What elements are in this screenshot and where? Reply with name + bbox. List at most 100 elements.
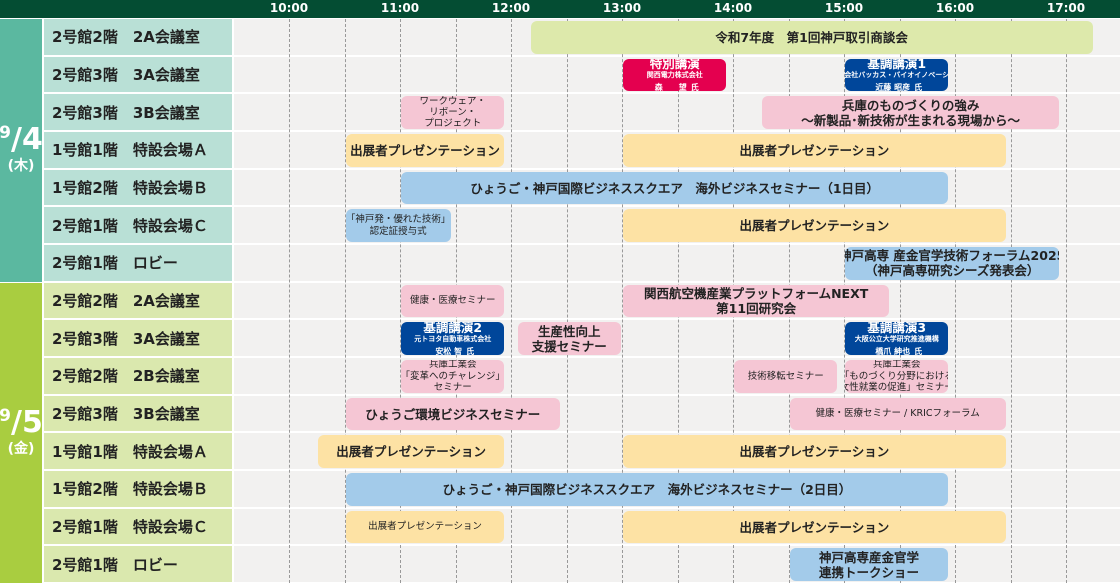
speaker-org: 大阪公立大学研究推進機構 bbox=[854, 334, 939, 343]
session-event[interactable]: 出展者プレゼンテーション bbox=[623, 209, 1006, 242]
room-lane bbox=[234, 358, 1120, 394]
room-label: 1号館2階 特設会場Ｂ bbox=[44, 471, 232, 507]
day-label-1: 9/4(木) bbox=[0, 19, 43, 282]
day-number: 4 bbox=[21, 122, 43, 158]
event-line: 出展者プレゼンテーション bbox=[739, 519, 890, 535]
keynote-event[interactable]: 基調講演1株式会社バッカス・バイオイノベーション近藤 昭彦氏 bbox=[845, 58, 949, 92]
event-line: 支援セミナー bbox=[531, 338, 607, 354]
gridline bbox=[344, 19, 346, 583]
room-label: 2号館3階 3B会議室 bbox=[44, 94, 232, 130]
event-line: 神戸高専産金官学 bbox=[818, 549, 919, 565]
time-label: 13:00 bbox=[602, 1, 642, 15]
time-label: 11:00 bbox=[380, 1, 420, 15]
session-event[interactable]: 出展者プレゼンテーション bbox=[623, 134, 1006, 167]
room-label: 2号館2階 2B会議室 bbox=[44, 358, 232, 394]
room-label: 2号館3階 3A会議室 bbox=[44, 320, 232, 357]
event-line: ワークウェア・ bbox=[419, 96, 486, 107]
time-label: 16:00 bbox=[935, 1, 975, 15]
event-line: 「ものづくり分野における bbox=[845, 370, 949, 382]
session-event[interactable]: 令和7年度 第1回神戸取引商談会 bbox=[530, 21, 1093, 54]
event-line: 「変革へのチャレンジ」 bbox=[401, 370, 505, 382]
event-line: ひょうご環境ビジネスセミナー bbox=[365, 406, 541, 422]
session-event[interactable]: 健康・医療セミナー / KRICフォーラム bbox=[789, 397, 1006, 431]
room-label: 2号館1階 ロビー bbox=[44, 546, 232, 583]
speaker-org: 株式会社バッカス・バイオイノベーション bbox=[845, 71, 949, 80]
session-event[interactable]: 兵庫のものづくりの強み～新製品･新技術が生まれる現場から～ bbox=[761, 96, 1060, 129]
room-label: 2号館1階 ロビー bbox=[44, 245, 232, 281]
event-line: プロジェクト bbox=[424, 118, 482, 129]
session-event[interactable]: 出展者プレゼンテーション bbox=[623, 510, 1006, 544]
event-line: 出展者プレゼンテーション bbox=[350, 142, 500, 158]
honorific: 氏 bbox=[914, 347, 923, 356]
event-line: 出展者プレゼンテーション bbox=[739, 142, 890, 158]
event-title: 基調講演3 bbox=[867, 322, 927, 335]
gridline bbox=[622, 19, 623, 583]
room-label: 1号館2階 特設会場Ｂ bbox=[44, 169, 232, 206]
session-event[interactable]: 神戸高専産金官学連携トークショー bbox=[789, 548, 949, 582]
event-line: ～新製品･新技術が生まれる現場から～ bbox=[801, 112, 1020, 128]
speaker-org: 関西電力株式会社 bbox=[646, 71, 703, 80]
event-line: ひょうご・神戸国際ビジネススクエア 海外ビジネスセミナー（1日目） bbox=[470, 180, 880, 196]
speaker-name-row: 森 望氏 bbox=[651, 79, 699, 91]
event-line: リボーン・ bbox=[429, 106, 477, 118]
session-event[interactable]: ワークウェア・リボーン・プロジェクト bbox=[401, 96, 505, 129]
event-line: 出展者プレゼンテーション bbox=[368, 521, 482, 533]
speaker-name: 近藤 昭彦 bbox=[875, 83, 911, 92]
speaker-name-row: 安松 智氏 bbox=[431, 343, 474, 355]
session-event[interactable]: ひょうご・神戸国際ビジネススクエア 海外ビジネスセミナー（1日目） bbox=[401, 171, 949, 205]
event-line: 第11回研究会 bbox=[716, 301, 797, 317]
gridline bbox=[289, 19, 290, 583]
event-line: 技術移転セミナー bbox=[747, 370, 824, 382]
event-line: 女性就業の促進」セミナー bbox=[845, 382, 949, 393]
honorific: 氏 bbox=[690, 83, 699, 92]
session-event[interactable]: 出展者プレゼンテーション bbox=[345, 510, 505, 544]
room-label: 2号館1階 特設会場Ｃ bbox=[44, 508, 232, 545]
speaker-name: 橋爪 紳也 bbox=[875, 347, 911, 356]
gridline bbox=[511, 19, 512, 583]
session-event[interactable]: ひょうご環境ビジネスセミナー bbox=[345, 397, 560, 431]
honorific: 氏 bbox=[914, 83, 923, 92]
keynote-event[interactable]: 特別講演関西電力株式会社森 望氏 bbox=[623, 58, 727, 92]
session-event[interactable]: 「神戸発・優れた技術」認定証授与式 bbox=[345, 209, 451, 242]
event-line: 令和7年度 第1回神戸取引商談会 bbox=[715, 29, 908, 45]
event-line: セミナー bbox=[433, 382, 472, 393]
session-event[interactable]: 出展者プレゼンテーション bbox=[317, 435, 505, 469]
gridline bbox=[955, 19, 956, 583]
day-number: 5 bbox=[21, 404, 43, 440]
event-line: 連携トークショー bbox=[818, 564, 919, 580]
session-event[interactable]: 出展者プレゼンテーション bbox=[623, 435, 1006, 469]
event-title: 特別講演 bbox=[649, 58, 700, 72]
session-event[interactable]: 出展者プレゼンテーション bbox=[345, 134, 505, 167]
session-event[interactable]: 兵庫工業会「変革へのチャレンジ」セミナー bbox=[401, 360, 505, 393]
gridline bbox=[1010, 19, 1012, 583]
day-month: 9 bbox=[0, 123, 11, 144]
day-label-2: 9/5(金) bbox=[0, 282, 43, 583]
session-event[interactable]: 健康・医療セミナー bbox=[401, 284, 505, 318]
time-label: 15:00 bbox=[824, 1, 864, 15]
session-event[interactable]: 技術移転セミナー bbox=[734, 360, 838, 393]
event-line: ひょうご・神戸国際ビジネススクエア 海外ビジネスセミナー（2日目） bbox=[442, 481, 852, 497]
honorific: 氏 bbox=[466, 347, 475, 356]
gridline bbox=[566, 19, 568, 583]
event-line: 出展者プレゼンテーション bbox=[739, 444, 890, 460]
day-date: 9/5 bbox=[0, 404, 43, 440]
gridline bbox=[400, 19, 401, 583]
room-lane bbox=[234, 320, 1120, 357]
event-title: 基調講演1 bbox=[867, 58, 927, 72]
session-event[interactable]: 生産性向上支援セミナー bbox=[517, 322, 621, 356]
gridline bbox=[1066, 19, 1067, 583]
session-event[interactable]: ひょうご・神戸国際ビジネススクエア 海外ビジネスセミナー（2日目） bbox=[345, 473, 949, 506]
session-event[interactable]: 神戸高専 産金官学技術フォーラム2025（神戸高専研究シーズ発表会） bbox=[845, 247, 1060, 280]
speaker-name-row: 近藤 昭彦氏 bbox=[871, 79, 922, 91]
time-label: 10:00 bbox=[269, 1, 309, 15]
event-line: 認定証授与式 bbox=[369, 225, 427, 237]
event-line: （神戸高専研究シーズ発表会） bbox=[865, 263, 1040, 279]
gridline bbox=[899, 19, 901, 583]
event-line: 兵庫のものづくりの強み bbox=[841, 97, 980, 113]
session-event[interactable]: 兵庫工業会「ものづくり分野における女性就業の促進」セミナー bbox=[845, 360, 949, 393]
day-month: 9 bbox=[0, 405, 11, 426]
